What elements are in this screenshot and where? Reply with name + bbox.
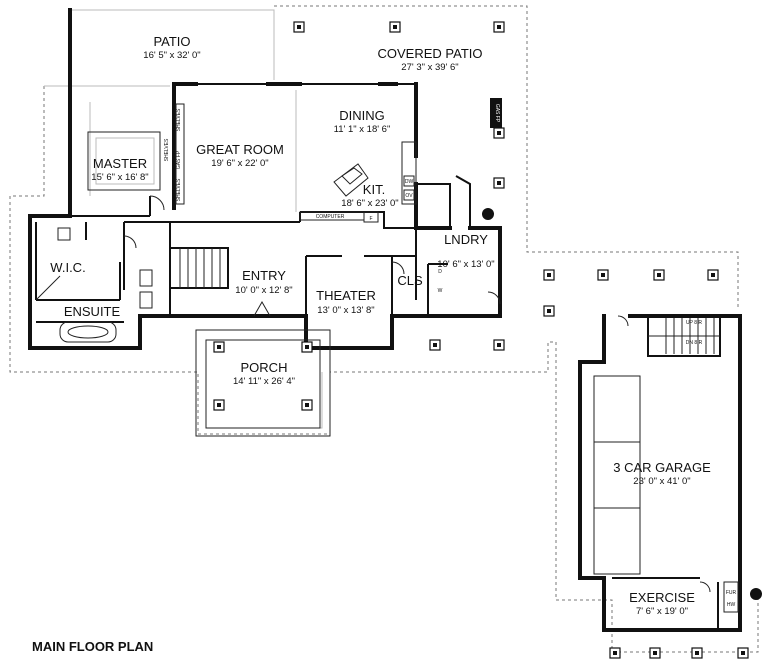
- dishwasher-tag: DW: [405, 179, 414, 185]
- gas-fireplace-tag: GAS FP: [176, 150, 182, 169]
- dryer-tag: D: [438, 269, 442, 275]
- room-size-dining: 11' 1" x 18' 6": [334, 124, 391, 135]
- room-label-laundry: LNDRY: [444, 232, 488, 247]
- porch-outline: [195, 329, 331, 437]
- plan-title: MAIN FLOOR PLAN: [32, 639, 153, 654]
- room-size-covered-patio: 27' 3" x 39' 6": [401, 62, 458, 73]
- computer-desk-tag: COMPUTER: [316, 214, 345, 220]
- interior-walls: [35, 90, 448, 323]
- room-size-kitchen: 18' 6" x 23' 0": [341, 198, 398, 209]
- room-label-dining: DINING: [339, 108, 385, 123]
- garage-stairs: [648, 318, 720, 354]
- water-heater-tag: HW: [727, 602, 736, 608]
- fridge-tag: F: [369, 216, 372, 222]
- room-label-entry: ENTRY: [242, 268, 286, 283]
- room-size-patio: 16' 5" x 32' 0": [143, 50, 200, 61]
- room-size-great-room: 19' 6" x 22' 0": [211, 158, 268, 169]
- room-label-covered-patio: COVERED PATIO: [378, 46, 483, 61]
- garage-stair-dn-tag: DN 8 R: [686, 340, 703, 346]
- room-size-garage: 23' 0" x 41' 0": [633, 476, 690, 487]
- shelves-tag-upper: SHELVES: [176, 108, 182, 131]
- room-size-exercise: 7' 6" x 19' 0": [636, 606, 688, 617]
- shelves-tag-lower: SHELVES: [176, 178, 182, 201]
- room-size-theater: 13' 0" x 13' 8": [317, 305, 374, 316]
- room-label-exercise: EXERCISE: [629, 590, 695, 605]
- room-size-master: 15' 6" x 16' 8": [91, 172, 148, 183]
- posts: [213, 21, 762, 659]
- oven-tag: OV: [405, 193, 413, 199]
- room-size-porch: 14' 11" x 26' 4": [233, 376, 295, 387]
- patio-fireplace-tag: GAS FP: [494, 104, 500, 123]
- room-label-ensuite: ENSUITE: [64, 304, 121, 319]
- room-label-theater: THEATER: [316, 288, 376, 303]
- door-swings: [123, 195, 711, 593]
- room-label-patio: PATIO: [153, 34, 190, 49]
- shelves-tag-master: SHELVES: [164, 138, 170, 161]
- room-label-kitchen: KIT.: [363, 182, 385, 197]
- room-label-wic: W.I.C.: [50, 260, 85, 275]
- room-label-master: MASTER: [93, 156, 147, 171]
- roof-outline: [9, 5, 759, 653]
- room-label-garage: 3 CAR GARAGE: [613, 460, 711, 475]
- room-size-laundry: 10' 6" x 13' 0": [437, 259, 494, 270]
- patio-fireplace: [490, 98, 502, 128]
- bath-fixtures: [35, 227, 153, 343]
- room-label-closet: CLS: [397, 273, 423, 288]
- washer-tag: W: [438, 288, 443, 294]
- room-label-porch: PORCH: [241, 360, 288, 375]
- garage-stair-up-tag: UP 8 R: [686, 320, 702, 326]
- furnace-tag: FUR: [726, 590, 737, 596]
- room-label-great-room: GREAT ROOM: [196, 142, 284, 157]
- room-size-entry: 10' 0" x 12' 8": [235, 285, 292, 296]
